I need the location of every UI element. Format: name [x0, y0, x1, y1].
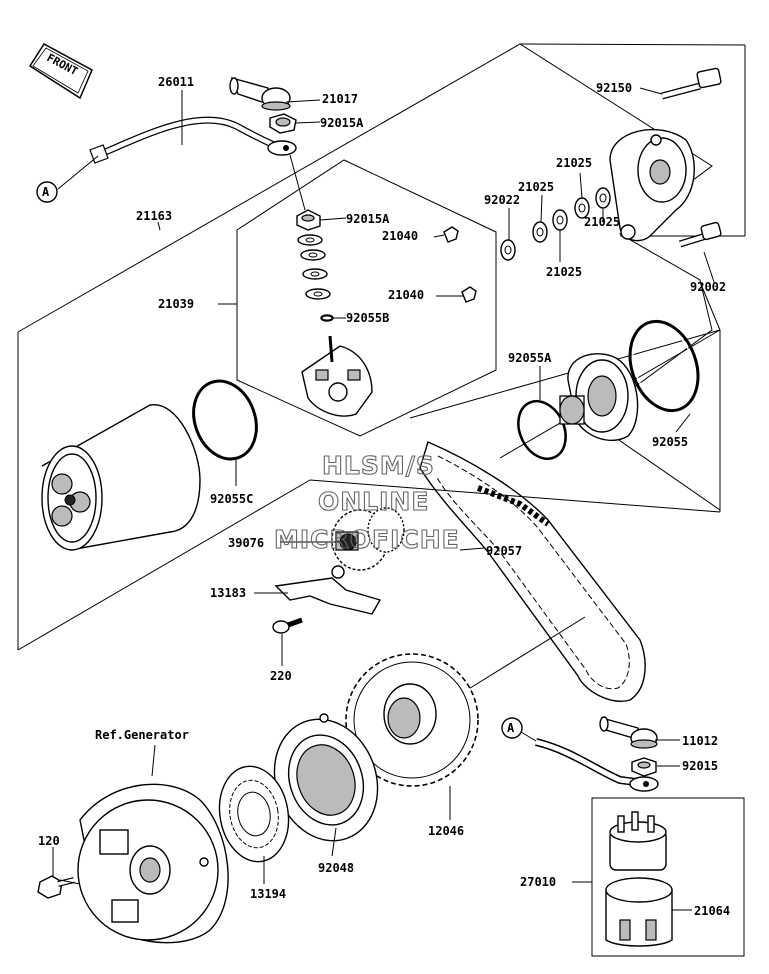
label-92015a-brush: 92015A — [346, 212, 390, 226]
label-92150: 92150 — [596, 81, 632, 95]
starter-sprocket — [345, 653, 479, 787]
label-21163: 21163 — [136, 209, 172, 223]
label-92057: 92057 — [486, 544, 522, 558]
label-92055b: 92055B — [346, 311, 389, 325]
yoke-gear-set — [51, 473, 91, 527]
label-120: 120 — [38, 834, 60, 848]
front-end-cover — [609, 128, 695, 242]
starter-relay — [609, 811, 667, 871]
label-220: 220 — [270, 669, 292, 683]
label-21064: 21064 — [694, 904, 730, 918]
watermark-line-3: MICROFICHE — [274, 525, 460, 554]
starter-cable — [57, 116, 306, 211]
label-92055: 92055 — [652, 435, 688, 449]
label-21040-top: 21040 — [382, 229, 418, 243]
label-21025-a: 21025 — [518, 180, 554, 194]
starter-chain — [419, 441, 646, 702]
label-12046: 12046 — [428, 824, 464, 838]
motor-yoke — [41, 404, 201, 551]
starter-relay-group — [591, 797, 745, 957]
label-92055a: 92055A — [508, 351, 552, 365]
label-92055c: 92055C — [210, 492, 253, 506]
label-21040-bottom: 21040 — [388, 288, 424, 302]
bolt-92002 — [678, 221, 722, 248]
nut-92015a-top — [269, 113, 297, 134]
label-92002: 92002 — [690, 280, 726, 294]
label-13183: 13183 — [210, 586, 246, 600]
reference-a-marker-bottom: A — [501, 717, 537, 742]
relay-rubber-cover — [605, 877, 673, 947]
label-13194: 13194 — [250, 887, 286, 901]
bolt-92150 — [661, 67, 722, 100]
nut-92015 — [631, 757, 657, 777]
watermark-line-1: HLSM/S — [322, 451, 435, 480]
terminal-cap-11012 — [599, 716, 658, 749]
brush-holder-assembly — [296, 209, 477, 417]
label-11012: 11012 — [682, 734, 718, 748]
reference-a-text-bottom: A — [507, 721, 515, 735]
label-21039: 21039 — [158, 297, 194, 311]
terminal-cap-21017 — [229, 76, 291, 111]
reference-a-marker-top: A — [36, 181, 58, 203]
label-92048: 92048 — [318, 861, 354, 875]
label-92015: 92015 — [682, 759, 718, 773]
starter-clutch-carrier — [273, 713, 379, 842]
watermark-line-2: ONLINE — [318, 487, 429, 516]
o-ring-92055 — [628, 319, 700, 413]
label-92015a-top: 92015A — [320, 116, 364, 130]
label-21025-b: 21025 — [556, 156, 592, 170]
bolt-120 — [37, 875, 75, 899]
part-labels: 26011 21017 92015A 92150 21163 92015A 21… — [38, 75, 730, 918]
label-26011: 26011 — [158, 75, 194, 89]
label-21017: 21017 — [322, 92, 358, 106]
reference-a-text-top: A — [42, 185, 50, 199]
bracket-13183 — [274, 565, 382, 615]
starter-idler-gear — [331, 507, 405, 571]
label-21025-c: 21025 — [584, 215, 620, 229]
generator-rotor — [77, 783, 229, 944]
watermark: HLSM/S ONLINE MICROFICHE — [273, 450, 460, 554]
one-way-clutch — [218, 765, 290, 863]
ref-generator-label: Ref.Generator — [95, 728, 189, 742]
label-39076: 39076 — [228, 536, 264, 550]
bolt-220 — [272, 617, 303, 634]
battery-cable — [535, 738, 659, 792]
washer-stack — [500, 187, 611, 261]
leader-lines — [52, 87, 715, 911]
label-21025-d: 21025 — [546, 265, 582, 279]
label-92022: 92022 — [484, 193, 520, 207]
o-ring-92055c — [192, 379, 258, 461]
front-direction-badge: FRONT — [28, 43, 93, 100]
rear-gear-housing — [559, 353, 639, 441]
label-27010: 27010 — [520, 875, 556, 889]
